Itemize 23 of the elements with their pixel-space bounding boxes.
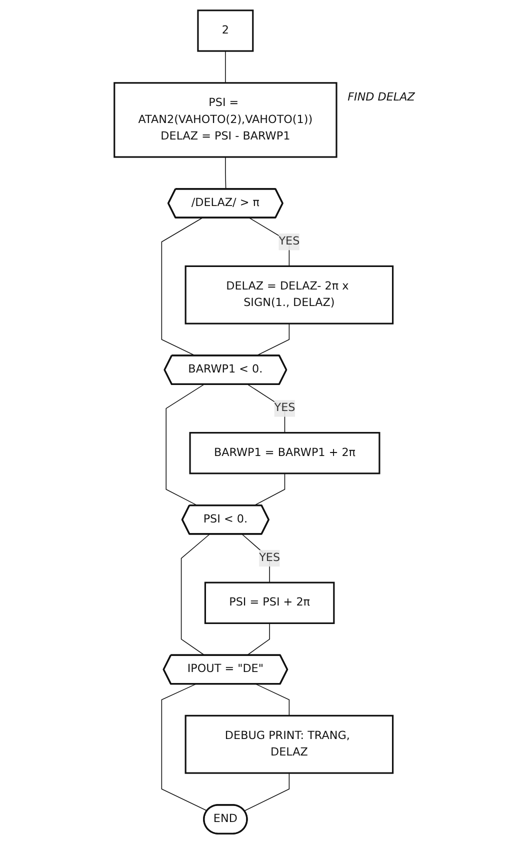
connector	[256, 684, 290, 716]
connector	[254, 473, 286, 506]
connector	[225, 156, 226, 190]
connector	[248, 384, 286, 434]
connector	[242, 534, 270, 583]
edge-label: YES	[278, 235, 300, 248]
connector	[161, 218, 203, 356]
edge-label: YES	[274, 402, 296, 414]
connector	[244, 772, 290, 812]
connector	[161, 684, 208, 812]
node-box: PSI = ATAN2(VAHOTO(2),VAHOTO(1)) DELAZ = PSI - BARWP1	[114, 82, 338, 158]
edge-label: YES	[259, 552, 280, 564]
connector	[249, 218, 290, 267]
node-box: 2	[197, 10, 254, 52]
connector	[246, 622, 270, 656]
node-box: DELAZ = DELAZ- 2π x SIGN(1., DELAZ)	[184, 265, 394, 324]
connector	[181, 534, 210, 656]
side-note: FIND DELAZ	[348, 90, 416, 104]
node-box: BARWP1 = BARWP1 + 2π	[189, 432, 380, 474]
connector	[225, 50, 226, 84]
node-box: PSI = PSI + 2π	[204, 582, 335, 624]
node-box: DEBUG PRINT: TRANG, DELAZ	[184, 714, 394, 774]
connector	[166, 384, 204, 506]
